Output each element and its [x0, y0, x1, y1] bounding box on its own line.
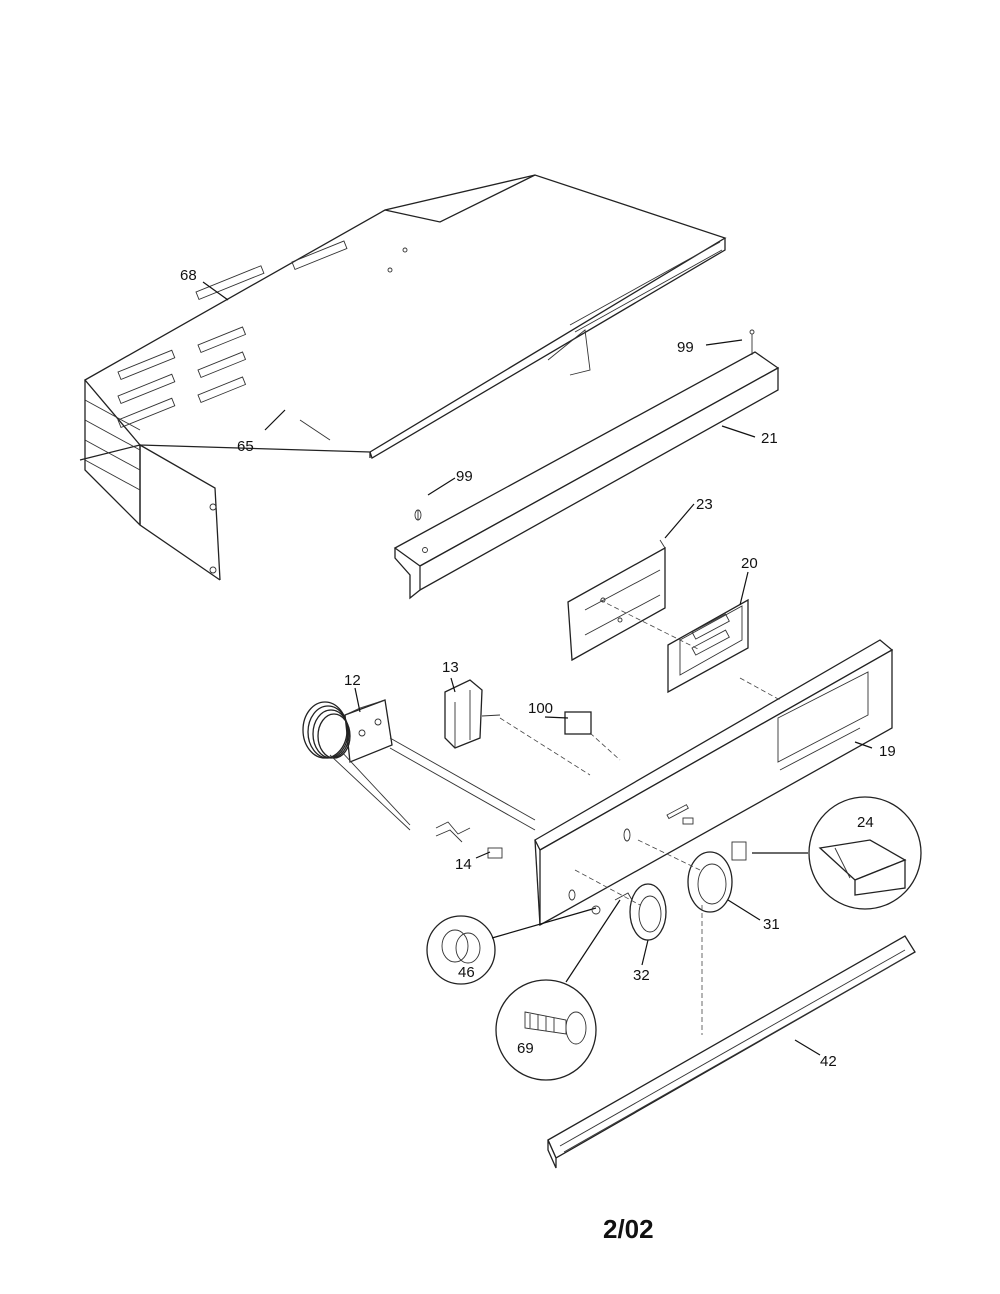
label-68: 68	[180, 267, 197, 284]
label-20: 20	[741, 555, 758, 572]
label-21: 21	[761, 430, 778, 447]
leader-lines	[202, 281, 873, 1056]
part-99-screw-lower	[414, 509, 422, 521]
part-23-bracket	[567, 539, 666, 662]
label-24: 24	[857, 814, 874, 831]
label-65: 65	[237, 438, 254, 455]
part-24-switch	[731, 796, 922, 910]
part-20-display-board	[599, 598, 749, 694]
part-21-front-rail	[393, 329, 780, 600]
label-69: 69	[517, 1040, 534, 1057]
part-13-motor	[444, 679, 591, 776]
label-99-top: 99	[677, 339, 694, 356]
label-42: 42	[820, 1053, 837, 1070]
label-100: 100	[528, 700, 553, 717]
label-32: 32	[633, 967, 650, 984]
part-42-trim-strip	[547, 905, 916, 1169]
label-31: 31	[763, 916, 780, 933]
label-12: 12	[344, 672, 361, 689]
part-12-thermostat	[302, 699, 536, 831]
label-14: 14	[455, 856, 472, 873]
part-14-lamp-socket	[435, 821, 503, 859]
part-46-button	[426, 905, 601, 985]
part-69-screw	[495, 892, 633, 1081]
label-46: 46	[458, 964, 475, 981]
part-32-knob	[574, 869, 667, 941]
part-100-label	[564, 711, 621, 761]
label-99-lower: 99	[456, 468, 473, 485]
part-19-control-panel	[534, 639, 894, 927]
part-31-knob	[637, 839, 733, 913]
label-19: 19	[879, 743, 896, 760]
part-68-top-cover	[79, 174, 727, 581]
label-23: 23	[696, 496, 713, 513]
footer-date: 2/02	[603, 1214, 654, 1244]
label-13: 13	[442, 659, 459, 676]
